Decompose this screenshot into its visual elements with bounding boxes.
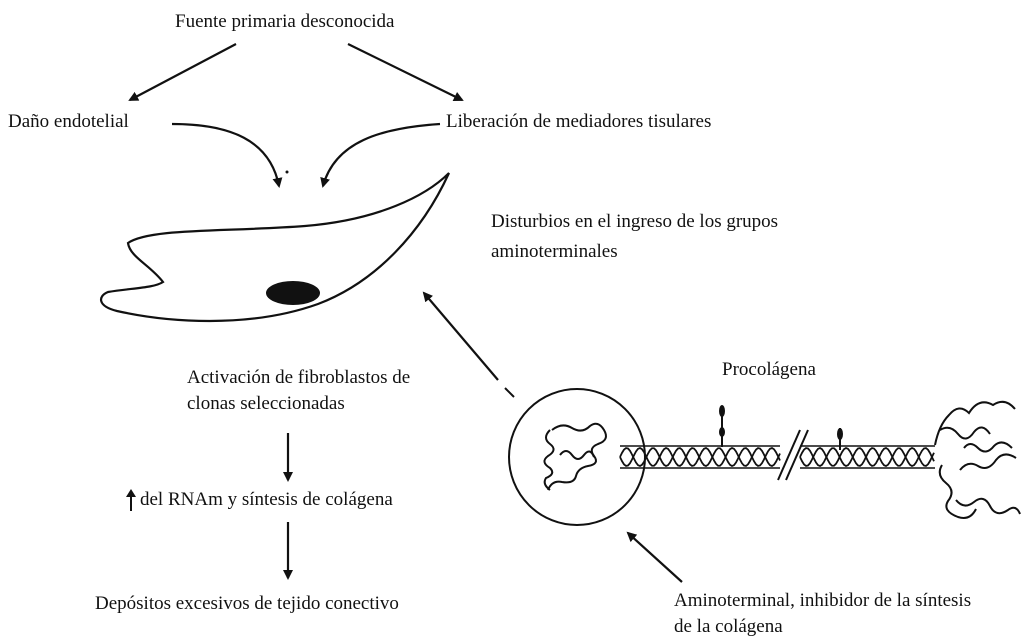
procollagen-molecule	[508, 388, 1021, 526]
up-arrow-icon	[126, 489, 136, 511]
deposits-label: Depósitos excesivos de tejido conectivo	[95, 593, 399, 614]
rna-synthesis-text: del RNAm y síntesis de colágena	[140, 489, 393, 510]
source-label: Fuente primaria desconocida	[175, 11, 395, 32]
tissue-mediators-label: Liberación de mediadores tisulares	[446, 111, 712, 132]
procollagen-label: Procolágena	[722, 359, 816, 380]
fibroblast-activation-label: Activación de fibroblastos de clonas sel…	[187, 367, 411, 414]
arrow-aminoterminal-to-cell	[422, 291, 499, 381]
rna-synthesis-label: del RNAm y síntesis de colágena	[125, 488, 393, 512]
arrow-source-to-mediators	[347, 43, 464, 101]
aminoterminal-circle	[508, 388, 646, 526]
endothelial-damage-label: Daño endotelial	[8, 111, 129, 132]
arrow-source-to-endothelial	[128, 43, 237, 101]
collagen-triple-helix	[619, 445, 935, 469]
fibroblast-nucleus	[266, 281, 320, 305]
disturbances-label: Disturbios en el ingreso de los grupos a…	[491, 211, 779, 262]
arrow-endothelial-to-cell	[171, 122, 283, 188]
aminoterminal-inhibitor-label: Aminoterminal, inhibidor de la síntesis …	[674, 590, 972, 637]
fibroblast-cell	[100, 172, 451, 323]
arrow-mediators-to-cell	[320, 122, 441, 188]
arrow-aminoterminal-label-to-circle	[626, 531, 683, 583]
